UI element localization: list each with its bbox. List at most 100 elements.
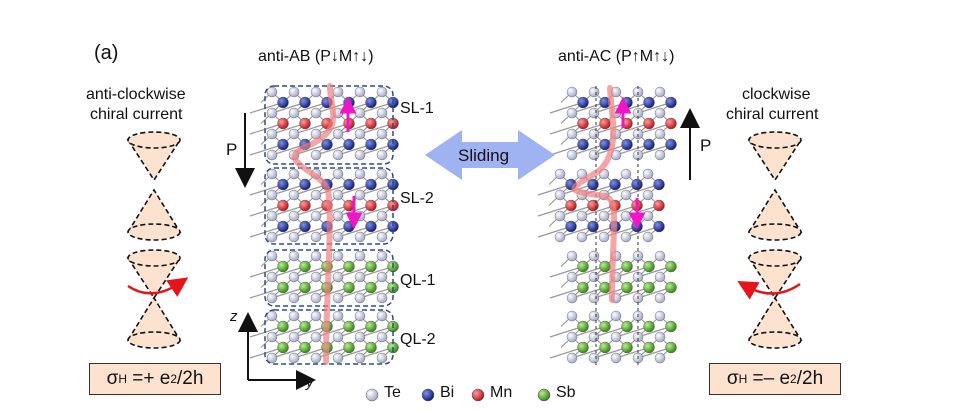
sl-atom (588, 107, 600, 119)
left-current-line2: chiral current (90, 106, 183, 123)
ql-atom (599, 260, 611, 273)
ql-atom (310, 250, 322, 262)
ql-atom (599, 341, 611, 354)
bond (615, 122, 650, 135)
ql-atom (288, 292, 300, 304)
sl-atom (365, 96, 377, 109)
bond (315, 325, 350, 338)
sl-atom (643, 96, 655, 109)
sl-atom (654, 86, 666, 98)
bond (603, 204, 638, 217)
bond (293, 122, 328, 135)
sl-atom (277, 138, 289, 151)
bond (271, 204, 306, 217)
bond (571, 265, 606, 278)
sl-atom (653, 199, 665, 212)
sl-atom (310, 231, 322, 243)
bond (359, 183, 394, 196)
sl-atom (620, 189, 632, 201)
bond (615, 346, 650, 359)
ql-atom (566, 310, 578, 322)
legend-marker-te (365, 388, 379, 402)
ql-atom (266, 331, 278, 343)
bond (359, 143, 394, 156)
right-current-line2: chiral current (726, 106, 819, 123)
sl-atom (642, 231, 654, 243)
sl-atom (299, 199, 311, 212)
bond (559, 204, 594, 217)
bond (537, 225, 572, 238)
legend-marker-mn (471, 388, 485, 402)
bond (537, 204, 572, 217)
sl-atom (376, 107, 388, 119)
sl-atom (310, 86, 322, 98)
bond (593, 346, 628, 359)
sl-atom (554, 210, 566, 222)
sl-atom (588, 149, 600, 161)
sl-atom (266, 149, 278, 161)
sl-atom (343, 178, 355, 191)
sl-atom (365, 117, 377, 130)
sl-atom (653, 220, 665, 233)
bond (337, 122, 372, 135)
sl-atom (588, 128, 600, 140)
bond (359, 286, 394, 299)
ql-atom (588, 310, 600, 322)
ql-atom (354, 331, 366, 343)
sl-atom (643, 138, 655, 151)
sl-atom (365, 220, 377, 233)
sl-atom (587, 178, 599, 191)
sl-atom (577, 138, 589, 151)
ql-atom (310, 352, 322, 364)
ql-atom (299, 281, 311, 294)
ql-atom (665, 341, 677, 354)
sl-atom (310, 149, 322, 161)
sl-atom (299, 117, 311, 130)
ql-atom (654, 331, 666, 343)
sl-atom (665, 138, 677, 151)
ql-atom (566, 292, 578, 304)
bond (549, 346, 584, 359)
axis-label-z: z (230, 308, 238, 325)
bond (637, 122, 672, 135)
ql-atom (365, 281, 377, 294)
ql-atom (332, 292, 344, 304)
sl-atom (653, 178, 665, 191)
sl-atom (620, 168, 632, 180)
sl-atom (266, 231, 278, 243)
ql-atom (621, 341, 633, 354)
sl-atom (376, 189, 388, 201)
bond (249, 286, 284, 299)
ql-atom (354, 310, 366, 322)
ql-atom (376, 331, 388, 343)
cone-rim (748, 249, 802, 267)
sl-atom (642, 168, 654, 180)
bond (315, 183, 350, 196)
ql-atom (332, 271, 344, 283)
sl-atom (587, 220, 599, 233)
ql-atom (310, 331, 322, 343)
sl-atom (354, 128, 366, 140)
bond (593, 325, 628, 338)
bond (249, 101, 284, 114)
bond (337, 325, 372, 338)
ql-atom (310, 292, 322, 304)
ql-atom (376, 352, 388, 364)
ql-atom (643, 260, 655, 273)
ql-atom (266, 292, 278, 304)
layer-box-ql-2 (264, 309, 394, 365)
bond (249, 225, 284, 238)
ql-atom (365, 260, 377, 273)
sl-atom (277, 178, 289, 191)
bond (271, 143, 306, 156)
bond (637, 265, 672, 278)
ql-atom (376, 271, 388, 283)
ql-atom (266, 310, 278, 322)
sl-atom (577, 117, 589, 130)
sl-atom (266, 189, 278, 201)
sl-atom (332, 128, 344, 140)
sl-atom (277, 220, 289, 233)
sl-atom (654, 107, 666, 119)
